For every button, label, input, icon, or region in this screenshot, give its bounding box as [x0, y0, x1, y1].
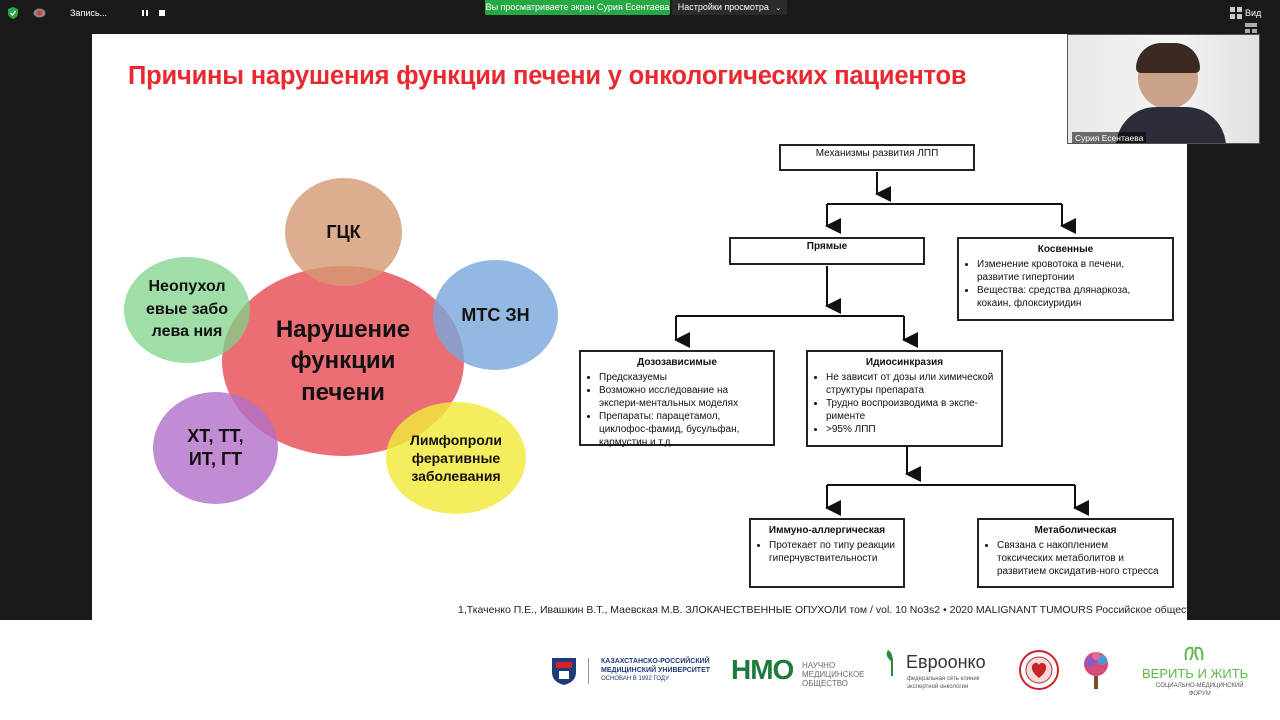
venn-bottom-right-label: Лимфопроли феративные заболевания [410, 431, 502, 485]
verit-logo-icon [1182, 642, 1206, 662]
flowchart-indirect-box: Косвенные Изменение кровотока в печени, … [957, 237, 1174, 321]
flowchart-immuno-title: Иммуно-аллергическая [768, 525, 886, 536]
flowchart-direct-label: Прямые [806, 241, 848, 252]
venn-right-circle: МТС ЗН [433, 260, 558, 370]
flowchart-direct-box: Прямые [729, 237, 925, 265]
evro-sub1: федеральная сеть клиник [907, 676, 980, 682]
sponsor-logo-bar: КАЗАХСТАНСКО-РОССИЙСКИЙ МЕДИЦИНСКИЙ УНИВ… [0, 620, 1280, 720]
nmo-logo-text: НАУЧНО МЕДИЦИНСКОЕ ОБЩЕСТВО [802, 661, 865, 689]
shield-icon[interactable] [8, 7, 18, 19]
verit-sub2: ФОРУМ [1188, 690, 1211, 697]
list-item: Изменение кровотока в печени, развитие г… [977, 258, 1166, 284]
tree-logo-icon [1082, 650, 1110, 690]
flowchart-arrows [674, 172, 1089, 516]
list-item: Не зависит от дозы или химической структ… [826, 371, 995, 397]
flowchart-idio-box: Идиосинкразия Не зависит от дозы или хим… [806, 350, 1003, 447]
kru-logo-text: КАЗАХСТАНСКО-РОССИЙСКИЙ МЕДИЦИНСКИЙ УНИВ… [601, 658, 710, 683]
list-item: Препараты: парацетамол, циклофос-фамид, … [599, 410, 767, 449]
kru-emblem-icon [550, 656, 578, 686]
view-label[interactable]: Вид [1245, 8, 1262, 18]
venn-top-label: ГЦК [326, 221, 361, 242]
venn-left-circle: Неопухол евые заболева ния [124, 257, 250, 363]
flowchart-metabolic-title: Метаболическая [1034, 525, 1117, 536]
view-settings-label: Настройки просмотра [677, 2, 769, 12]
pause-icon[interactable] [141, 9, 149, 17]
kru-line1: КАЗАХСТАНСКО-РОССИЙСКИЙ [601, 658, 710, 665]
flowchart-metabolic-box: Метаболическая Связана с накоплением ток… [977, 518, 1174, 588]
venn-bottom-left-label: ХТ, ТТ, ИТ, ГТ [187, 425, 244, 469]
view-settings-button[interactable]: Настройки просмотра ⌄ [672, 0, 787, 15]
screen-share-banner: Вы просматриваете экран Сурия Есентаева [485, 0, 670, 15]
venn-left-label: Неопухол евые заболева ния [145, 278, 229, 341]
verit-subtitle: СОЦИАЛЬНО-МЕДИЦИНСКИЙ ФОРУМ [1156, 683, 1244, 699]
layout-icon[interactable] [1245, 20, 1257, 38]
list-item: Трудно воспроизводима в экспе-рименте [826, 397, 995, 423]
speaker-video-tile[interactable]: Сурия Есентаева [1067, 34, 1260, 144]
venn-bottom-right-circle: Лимфопроли феративные заболевания [386, 402, 526, 514]
kru-line3: ОСНОВАН В 1992 ГОДУ [601, 675, 669, 682]
flowchart-root-box: Механизмы развития ЛПП [779, 144, 975, 171]
nmo-text2: МЕДИЦИНСКОЕ [802, 670, 865, 680]
flowchart-dose-title: Дозозависимые [637, 357, 717, 368]
speaker-name-label: Сурия Есентаева [1072, 132, 1147, 143]
flowchart-root-label: Механизмы развития ЛПП [815, 148, 939, 159]
evro-sub2: экспертной онкологии [907, 683, 969, 690]
speaker-hair [1136, 43, 1200, 73]
nmo-logo-mark: НМО [731, 654, 794, 685]
flowchart-immuno-box: Иммуно-аллергическая Протекает по типу р… [749, 518, 905, 588]
list-item: Возможно исследование на экспери-менталь… [599, 384, 767, 410]
chevron-down-icon: ⌄ [775, 5, 782, 12]
venn-bottom-left-circle: ХТ, ТТ, ИТ, ГТ [153, 392, 278, 504]
grid-view-icon[interactable] [1230, 7, 1242, 19]
stop-icon[interactable] [158, 9, 166, 17]
list-item: Протекает по типу реакции гиперчувствите… [769, 539, 897, 565]
divider [588, 658, 589, 684]
nmo-text3: ОБЩЕСТВО [802, 679, 848, 689]
kru-line2: МЕДИЦИНСКИЙ УНИВЕРСИТЕТ [601, 666, 711, 674]
evroonko-title: Евроонко [906, 652, 986, 672]
verit-title: ВЕРИТЬ И ЖИТЬ [1142, 666, 1249, 681]
nmo-text1: НАУЧНО [802, 661, 836, 670]
slide-title: Причины нарушения функции печени у онкол… [128, 62, 967, 90]
recording-label: Запись... [70, 8, 108, 18]
meeting-toolbar: Запись... Вы просматриваете экран Сурия … [0, 0, 1280, 26]
flowchart-dose-box: Дозозависимые Предсказуемы Возможно иссл… [579, 350, 775, 449]
evroonko-subtitle: федеральная сеть клиник экспертной онкол… [907, 676, 979, 692]
venn-right-label: МТС ЗН [461, 304, 530, 325]
citation-text: 1,Ткаченко П.Е., Ивашкин В.Т., Маевская … [458, 604, 1187, 616]
list-item: Связана с накоплением токсических метабо… [997, 539, 1166, 578]
venn-top-circle: ГЦК [285, 178, 402, 286]
verit-sub1: СОЦИАЛЬНО-МЕДИЦИНСКИЙ [1156, 683, 1244, 689]
presentation-slide: Причины нарушения функции печени у онкол… [92, 34, 1187, 620]
record-indicator-icon [33, 8, 46, 18]
list-item: Вещества: средства длянаркоза, кокаин, ф… [977, 284, 1166, 310]
society-emblem-icon [1019, 650, 1059, 690]
venn-center-label: Нарушение функции печени [275, 316, 411, 406]
flowchart-indirect-title: Косвенные [1037, 244, 1094, 255]
list-item: >95% ЛПП [826, 423, 995, 436]
flowchart-idio-title: Идиосинкразия [865, 357, 944, 368]
list-item: Предсказуемы [599, 371, 767, 384]
evroonko-leaf-icon [884, 650, 900, 676]
